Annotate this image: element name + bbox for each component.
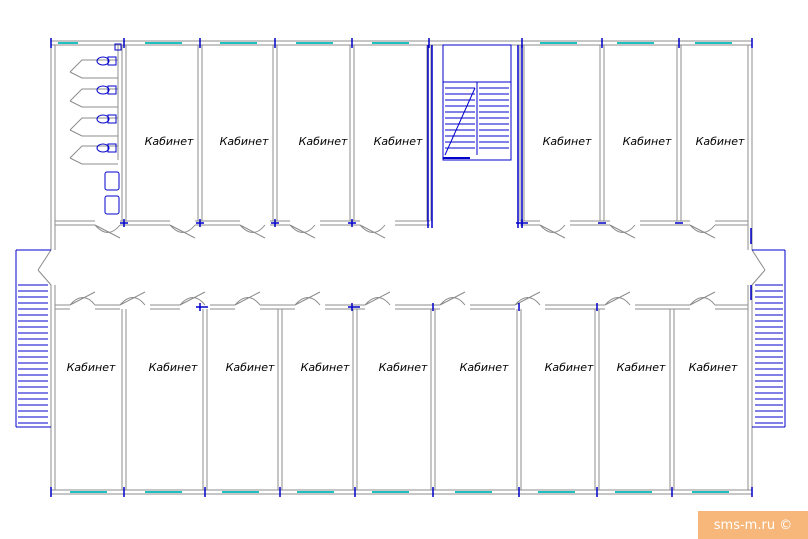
room-labels-bottom: Кабинет Кабинет Кабинет Кабинет Кабинет … (67, 361, 738, 374)
room-label-bottom-4: Кабинет (301, 361, 350, 374)
partitions-top (121, 45, 682, 221)
room-label-bottom-3: Кабинет (226, 361, 275, 374)
toilet-fixtures (96, 43, 122, 215)
watermark: sms-m.ru © (698, 511, 808, 539)
outer-walls (50, 40, 753, 495)
windows (58, 42, 732, 493)
room-label-bottom-5: Кабинет (379, 361, 428, 374)
room-label-top-2: Кабинет (220, 135, 269, 148)
right-staircase (752, 249, 786, 428)
central-staircase (442, 44, 512, 161)
room-label-bottom-7: Кабинет (545, 361, 594, 374)
door-swings (37, 224, 766, 306)
room-label-top-6: Кабинет (623, 135, 672, 148)
room-label-top-4: Кабинет (374, 135, 423, 148)
room-label-top-7: Кабинет (696, 135, 745, 148)
left-staircase (15, 249, 51, 428)
room-label-bottom-6: Кабинет (460, 361, 509, 374)
room-label-top-1: Кабинет (145, 135, 194, 148)
room-label-top-3: Кабинет (299, 135, 348, 148)
room-label-bottom-1: Кабинет (67, 361, 116, 374)
column-markers (50, 38, 753, 497)
room-label-bottom-8: Кабинет (617, 361, 666, 374)
room-labels-top: Кабинет Кабинет Кабинет Кабинет Кабинет … (145, 135, 745, 148)
partitions-bottom (121, 309, 675, 490)
room-label-bottom-2: Кабинет (149, 361, 198, 374)
room-label-bottom-9: Кабинет (689, 361, 738, 374)
corridor-walls (55, 220, 748, 310)
toilet-block (69, 45, 119, 165)
room-label-top-5: Кабинет (543, 135, 592, 148)
